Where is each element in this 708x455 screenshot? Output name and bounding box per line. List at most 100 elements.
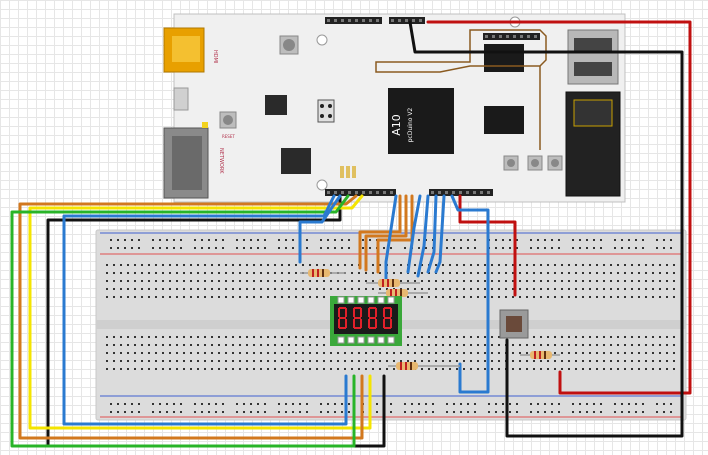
display-segment [354,307,361,309]
breadboard-hole [316,264,318,266]
breadboard-hole [383,247,385,249]
breadboard-hole [274,288,276,290]
display-pin [377,296,385,304]
breadboard-hole [211,360,213,362]
breadboard-hole [516,403,518,405]
breadboard-hole [351,280,353,282]
breadboard-hole [225,352,227,354]
breadboard-hole [589,352,591,354]
breadboard-hole [309,368,311,370]
breadboard-hole [572,403,574,405]
breadboard-hole [309,296,311,298]
breadboard-hole [309,352,311,354]
breadboard-hole [204,368,206,370]
breadboard-hole [218,344,220,346]
breadboard-hole [232,360,234,362]
resistor-band [322,269,324,277]
breadboard-hole [127,344,129,346]
wire-blue-display-1 [384,194,398,284]
display-segment [368,319,370,328]
breadboard-hole [127,272,129,274]
breadboard-hole [617,264,619,266]
breadboard-hole [208,247,210,249]
header-pin [534,35,537,38]
breadboard-hole [131,247,133,249]
breadboard-hole [505,280,507,282]
breadboard-hole [407,344,409,346]
breadboard-hole [337,360,339,362]
breadboard-hole [215,247,217,249]
breadboard-hole [519,368,521,370]
breadboard-hole [183,336,185,338]
breadboard-hole [330,368,332,370]
breadboard-hole [600,247,602,249]
breadboard-hole [323,280,325,282]
breadboard-hole [302,288,304,290]
breadboard-hole [537,247,539,249]
breadboard-hole [246,288,248,290]
breadboard-hole [463,368,465,370]
breadboard-hole [456,288,458,290]
display-segment [369,307,376,309]
breadboard-hole [281,272,283,274]
breadboard-hole [330,352,332,354]
breadboard-hole [463,280,465,282]
breadboard-hole [617,280,619,282]
breadboard-hole [176,360,178,362]
breadboard-hole [670,239,672,241]
resistor [520,351,560,359]
breadboard-hole [365,272,367,274]
breadboard-hole [551,411,553,413]
breadboard-hole [596,280,598,282]
breadboard-hole [579,411,581,413]
breadboard-hole [551,403,553,405]
breadboard-hole [547,360,549,362]
breadboard-hole [666,288,668,290]
breadboard-hole [568,360,570,362]
breadboard-hole [309,264,311,266]
small-button-left-cap [507,159,515,167]
breadboard-hole [526,352,528,354]
breadboard-hole [638,336,640,338]
breadboard-hole [113,344,115,346]
breadboard-hole [134,264,136,266]
breadboard-hole [253,360,255,362]
breadboard-hole [309,344,311,346]
breadboard-hole [414,272,416,274]
breadboard-hole [260,360,262,362]
breadboard-hole [183,280,185,282]
breadboard-hole [666,344,668,346]
breadboard-hole [225,368,227,370]
breadboard-hole [138,239,140,241]
breadboard-hole [498,280,500,282]
breadboard-hole [337,352,339,354]
breadboard-hole [540,344,542,346]
breadboard-hole [162,280,164,282]
breadboard-hole [547,288,549,290]
breadboard-hole [652,296,654,298]
breadboard-hole [586,247,588,249]
breadboard-hole [540,264,542,266]
breadboard-hole [421,368,423,370]
breadboard-hole [533,272,535,274]
breadboard-hole [460,411,462,413]
breadboard-hole [645,280,647,282]
breadboard-hole [488,411,490,413]
breadboard-hole [442,352,444,354]
breadboard-hole [295,360,297,362]
resistor-band [392,279,394,287]
breadboard-hole [323,352,325,354]
breadboard-hole [551,247,553,249]
breadboard-hole [120,336,122,338]
breadboard-hole [106,272,108,274]
breadboard-hole [596,344,598,346]
breadboard-hole [638,280,640,282]
breadboard-hole [131,403,133,405]
breadboard-hole [446,247,448,249]
breadboard-hole [351,272,353,274]
breadboard-hole [260,264,262,266]
breadboard-hole [239,264,241,266]
header-pin [527,35,530,38]
breadboard-hole [204,280,206,282]
breadboard-hole [582,272,584,274]
